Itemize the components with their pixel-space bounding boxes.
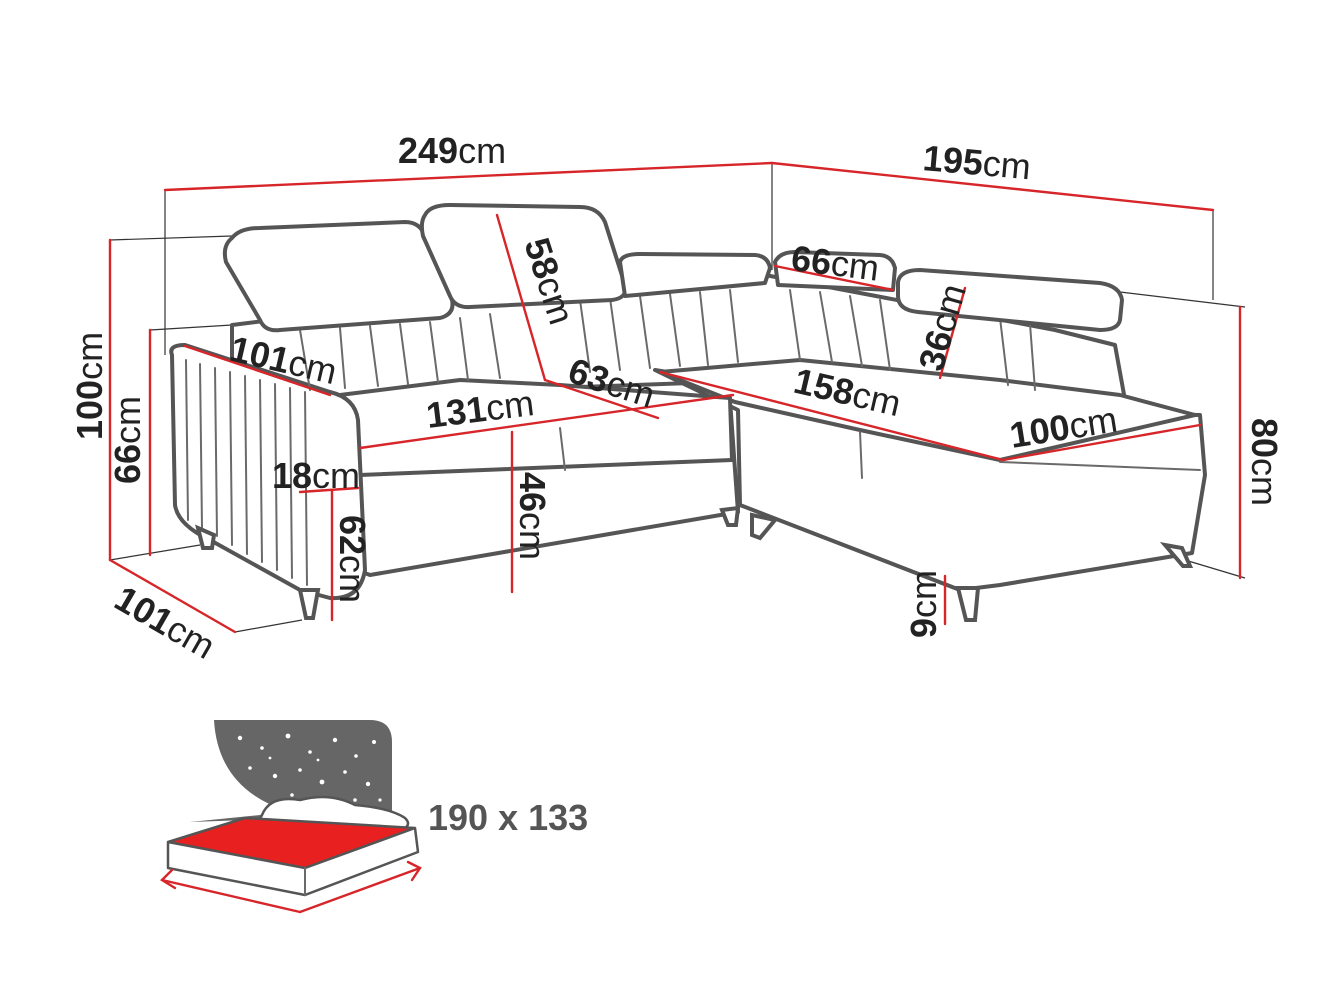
label-chaise-depth: 195cm bbox=[921, 137, 1032, 187]
dim-line-63 bbox=[543, 378, 660, 420]
label-corner-backrest: 66cm bbox=[789, 237, 881, 288]
headrest-3 bbox=[618, 252, 772, 298]
label-chaise-height: 80cm bbox=[1244, 418, 1285, 506]
label-leg-height: 9cm bbox=[903, 570, 944, 638]
leg-front-left bbox=[297, 588, 321, 620]
label-seat-front-height: 46cm bbox=[512, 472, 553, 560]
dim-line-101-armrest bbox=[183, 344, 332, 397]
label-armrest-height: 66cm bbox=[107, 396, 148, 484]
dim-line-195 bbox=[770, 161, 1215, 212]
bed-width-arrowhead bbox=[160, 868, 177, 890]
leg-chaise-back bbox=[1159, 542, 1194, 568]
label-armrest-width: 18cm bbox=[272, 455, 360, 496]
dim-line-249 bbox=[163, 161, 774, 192]
label-total-height: 100cm bbox=[69, 332, 110, 440]
extension-lines bbox=[109, 163, 1246, 633]
backrest-stitching bbox=[299, 289, 1036, 391]
dim-line-101-depth bbox=[108, 558, 237, 634]
left-armrest bbox=[169, 343, 367, 601]
dimension-labels: 249cm 195cm 100cm 66cm 101cm 101cm 18cm … bbox=[69, 130, 1285, 667]
chaise-cushion bbox=[658, 358, 1197, 462]
dim-line-58 bbox=[495, 213, 547, 382]
label-seat-height: 62cm bbox=[332, 515, 373, 603]
seat-cushion bbox=[338, 378, 734, 477]
dim-line-158 bbox=[658, 370, 1005, 462]
label-armrest-length: 101cm bbox=[226, 328, 341, 392]
dim-line-100-chaise bbox=[1001, 423, 1202, 462]
leg-chaise-front bbox=[955, 586, 981, 622]
headrest-5 bbox=[896, 268, 1124, 332]
dim-line-36 bbox=[938, 286, 967, 380]
label-chaise-width: 100cm bbox=[1007, 398, 1120, 455]
leg-middle bbox=[719, 505, 741, 527]
headrest-1 bbox=[222, 220, 455, 333]
dim-line-18 bbox=[298, 486, 360, 494]
headrest-4 bbox=[773, 250, 897, 292]
armrest-stitching bbox=[185, 359, 308, 586]
leg-back-left bbox=[195, 524, 217, 550]
label-seat-width: 131cm bbox=[424, 382, 536, 436]
label-total-width: 249cm bbox=[398, 130, 506, 171]
bed-sleeping-area-icon: 190 x 133 bbox=[160, 720, 588, 914]
dim-line-66-corner bbox=[773, 264, 895, 292]
bed-size-label: 190 x 133 bbox=[428, 797, 588, 838]
bed-width-arrow bbox=[160, 878, 302, 914]
dim-line-131 bbox=[358, 393, 735, 450]
sofa-drawing bbox=[169, 203, 1207, 622]
bed-length-arrowhead bbox=[406, 860, 422, 882]
dimension-lines bbox=[108, 161, 1242, 634]
stars bbox=[203, 733, 382, 807]
moon-shape bbox=[190, 720, 290, 822]
leg-chaise-inner bbox=[750, 512, 779, 541]
bed-length-arrow bbox=[298, 866, 422, 914]
sofa-legs bbox=[195, 505, 1194, 622]
